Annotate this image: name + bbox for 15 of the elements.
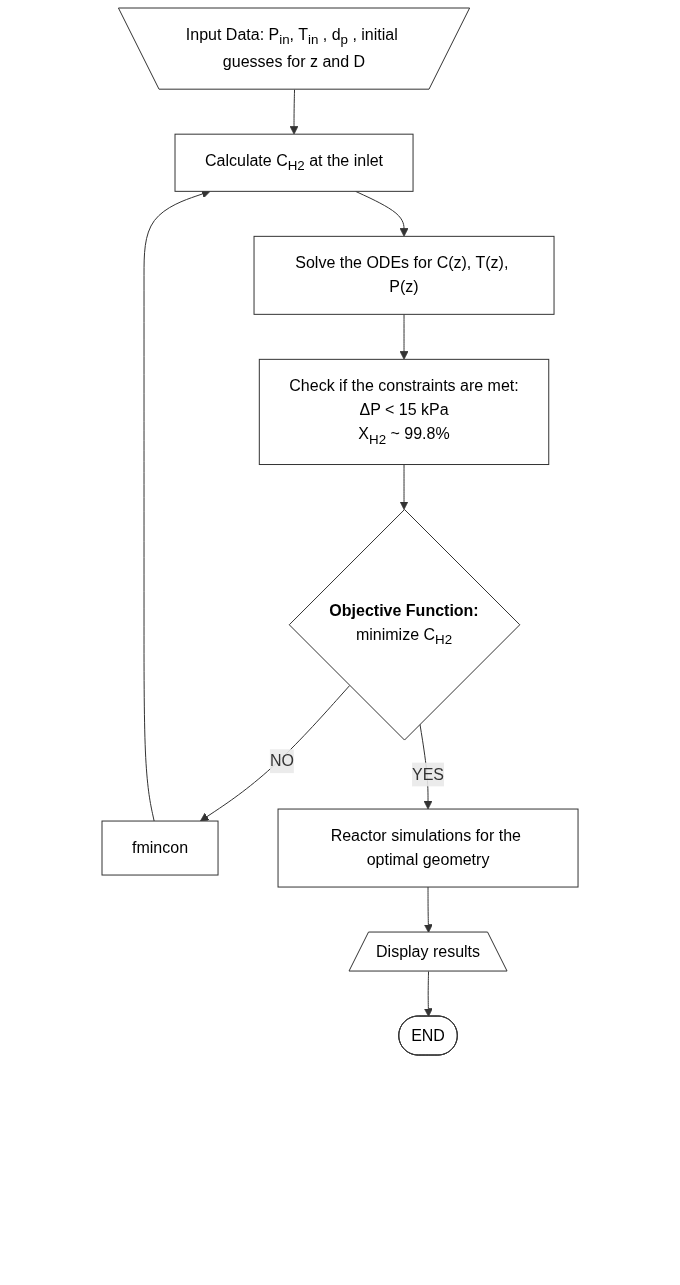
node-diamond: Objective Function: minimize C$_{H2}$	[288, 509, 521, 741]
node-box: Check if the constraints are met: ΔP < 15 kPa X$_{H2}$ ~ 99.8%	[258, 358, 550, 465]
edge-label: NO	[269, 752, 294, 770]
arrow	[355, 190, 409, 237]
node-box: fmincon	[101, 820, 219, 876]
arrow	[399, 313, 409, 360]
arrow	[399, 464, 409, 510]
arrow	[423, 971, 433, 1017]
arrow	[289, 89, 299, 135]
node-box: Reactor simulations for the optimal geometry	[277, 808, 579, 888]
edge-label: YES	[412, 765, 445, 783]
arrow	[423, 886, 433, 933]
node-box: Calculate C$_{H2}$ at the inlet	[174, 133, 414, 192]
node-box: Solve the ODEs for C(z), T(z), P(z)	[253, 235, 555, 315]
arrow	[200, 685, 351, 822]
